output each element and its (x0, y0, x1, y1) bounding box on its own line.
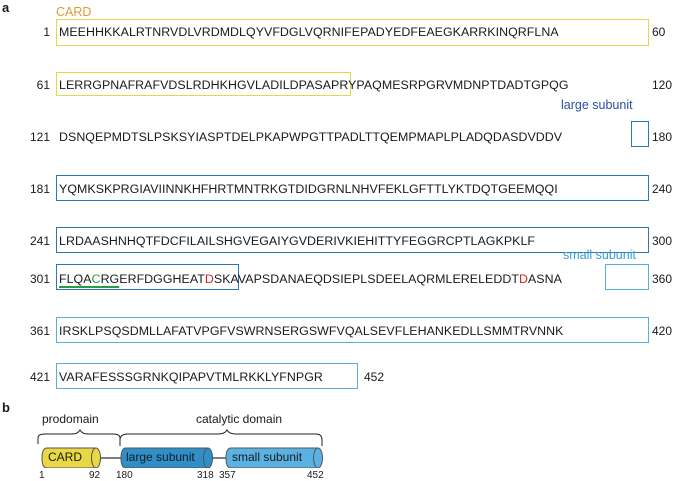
row-start-number: 241 (29, 234, 50, 248)
sequence-segment-card: LERRGPNAFRAFVDSLRDHKHGVLADILDPA (59, 78, 315, 92)
sequence-row: LERRGPNAFRAFVDSLRDHKHGVLADILDPASAPRYPAQM… (59, 78, 569, 92)
row-start-number: 421 (29, 370, 50, 384)
row-start-number: 121 (29, 130, 50, 144)
prodomain-brace (37, 428, 121, 446)
row-start-number: 361 (29, 324, 50, 338)
small-subunit-label: small subunit (563, 248, 636, 262)
sequence-row: LRDAASHNHQTFDCFILAILSHGVEGAIYGVDERIVKIEH… (59, 234, 536, 248)
row-start-number: 1 (43, 25, 50, 39)
card-domain-text: CARD (48, 450, 83, 464)
small-subunit-text: small subunit (232, 450, 303, 464)
sequence-row: YQMKSKPRGIAVIINNKHFHRTMNTRKGTDIDGRNLNHVF… (59, 182, 558, 196)
row-end-number: 452 (364, 370, 385, 384)
small-subunit-box-row6 (605, 264, 649, 290)
sequence-row: DSNQEPMDTSLPSKSYIASPTDELPKAPWPGTTPADLTTQ… (59, 130, 562, 144)
row-start-number: 61 (36, 78, 50, 92)
small-subunit-cap (313, 447, 323, 468)
row-start-number: 181 (29, 182, 50, 196)
row-end-number: 240 (652, 182, 673, 196)
active-site-motif: FLQACRG (59, 272, 120, 286)
row-end-number: 180 (652, 130, 673, 144)
large-subunit-label: large subunit (561, 98, 633, 112)
prodomain-label: prodomain (42, 412, 99, 426)
panel-b-label: b (2, 400, 10, 415)
card-box-row2 (56, 72, 351, 96)
small-subunit-box-row8 (56, 363, 358, 389)
catalytic-domain-label: catalytic domain (196, 412, 283, 426)
position-label: 92 (89, 470, 101, 481)
row-end-number: 420 (652, 324, 673, 338)
sequence-row: VARAFESSSGRNKQIPAPVTMLRKKLYFNPGR (59, 370, 323, 384)
sequence-segment-linker: DSNQEPMDTSLPSKSYIASPTDELPKAPWPGTTPADLTTQ… (59, 130, 554, 144)
panel-a-label: a (2, 0, 10, 15)
large-subunit-cap (203, 447, 213, 468)
row-end-number: 120 (652, 78, 673, 92)
position-label: 318 (197, 470, 214, 481)
catalytic-cysteine: C (91, 272, 101, 286)
cleavage-site-aspartate: D (204, 272, 214, 286)
sequence-row: IRSKLPSQSDMLLAFATVPGFVSWRNSERGSWFVQALSEV… (59, 324, 564, 338)
small-subunit-box-row7 (56, 317, 649, 343)
large-subunit-box-row4 (56, 175, 649, 201)
card-box-row1 (56, 19, 649, 46)
card-domain-cap (91, 447, 101, 468)
position-label: 1 (39, 470, 45, 481)
large-subunit-box-row5 (56, 227, 649, 253)
sequence-row: MEEHHKKALRTNRVDLVRDMDLQYVFDGLVQRNIFEPADY… (59, 25, 559, 39)
position-label: 180 (116, 470, 133, 481)
sequence-row: FLQACRGERFDGGHEATDSKAVAPSDANAEQDSIEPLSDE… (59, 272, 562, 286)
card-region-label: CARD (56, 5, 92, 19)
large-subunit-box-row3 (631, 121, 649, 147)
row-end-number: 300 (652, 234, 673, 248)
position-label: 452 (307, 470, 324, 481)
large-subunit-box-row6 (56, 264, 239, 290)
row-end-number: 360 (652, 272, 673, 286)
row-end-number: 60 (652, 25, 666, 39)
position-label: 357 (219, 470, 236, 481)
catalytic-brace (119, 428, 323, 446)
cleavage-site-aspartate: D (518, 272, 528, 286)
sequence-segment-large: V (553, 130, 563, 144)
row-start-number: 301 (29, 272, 50, 286)
large-subunit-text: large subunit (126, 450, 195, 464)
sequence-segment-linker: SAPRYPAQMESRPGRVMDNPTDADTGPQG (314, 78, 569, 92)
